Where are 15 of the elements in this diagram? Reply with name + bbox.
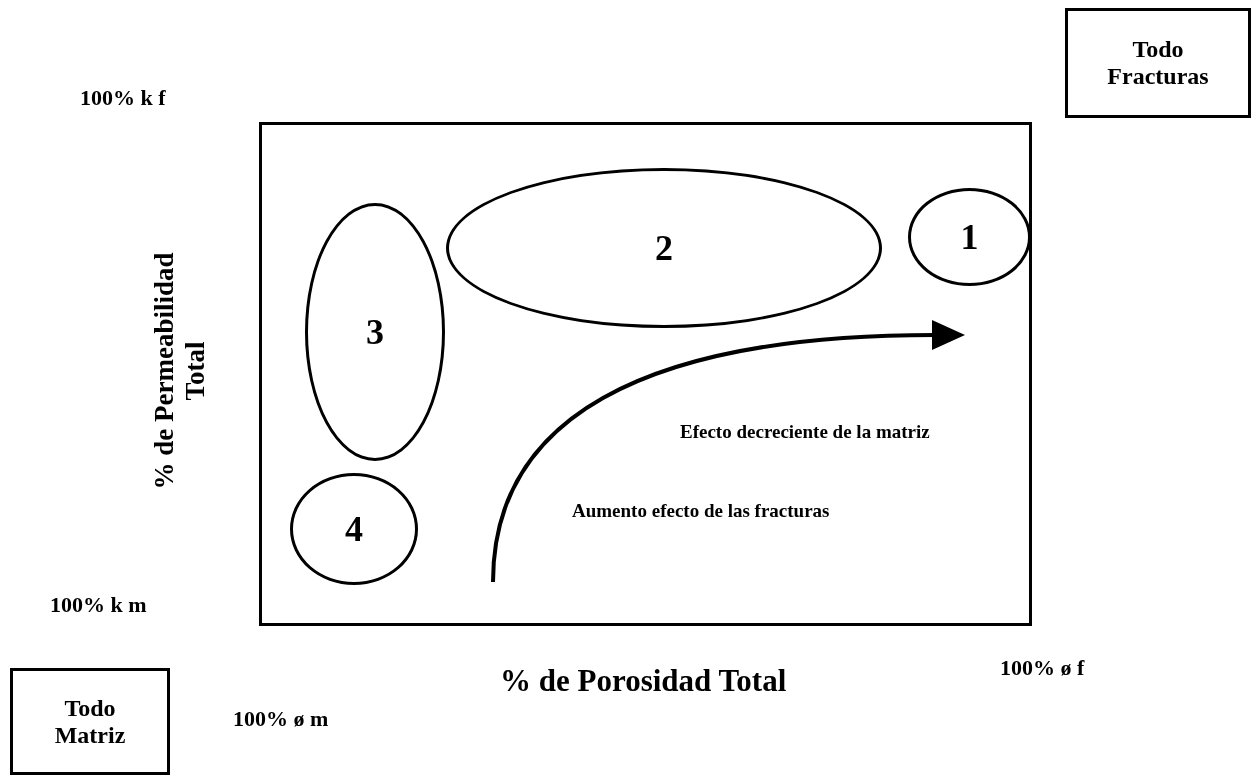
value-label: 100% k f	[80, 85, 166, 111]
category-box: Todo Matriz	[10, 668, 170, 775]
value-label: 100% ø m	[233, 706, 329, 732]
axis-title: % de Porosidad Total	[500, 663, 787, 699]
value-label: 100% k m	[50, 592, 147, 618]
category-box: Todo Fracturas	[1065, 8, 1251, 118]
annotation-text: Aumento efecto de las fracturas	[572, 500, 830, 522]
chart-frame	[259, 122, 1032, 626]
value-label: 100% ø f	[1000, 655, 1085, 681]
zone-ellipse: 2	[446, 168, 882, 328]
annotation-text: Efecto decreciente de la matriz	[680, 421, 930, 443]
zone-ellipse: 1	[908, 188, 1031, 286]
zone-ellipse: 3	[305, 203, 445, 461]
axis-title: % de Permeabilidad Total	[148, 251, 211, 492]
zone-ellipse: 4	[290, 473, 418, 585]
